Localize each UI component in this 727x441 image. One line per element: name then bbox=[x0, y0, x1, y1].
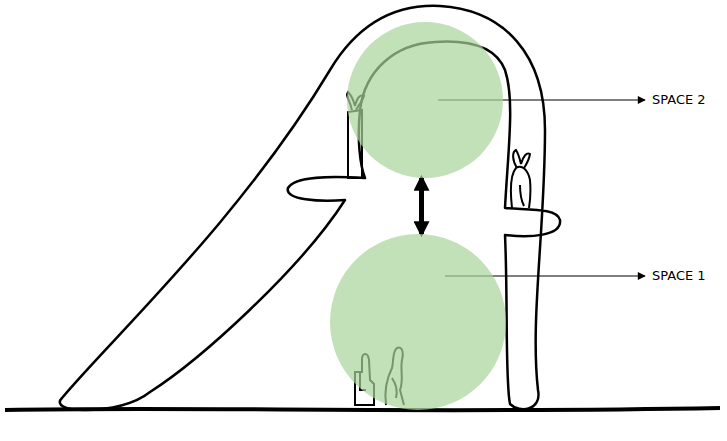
arch-shell bbox=[60, 6, 560, 410]
person-figure bbox=[511, 150, 531, 208]
space-label: SPACE 1 bbox=[652, 268, 706, 284]
space-circle: SPACE 2 bbox=[347, 22, 503, 178]
space-circle-shape bbox=[330, 234, 506, 410]
ground-line bbox=[5, 408, 720, 410]
space-circle-shape bbox=[347, 22, 503, 178]
space-circle: SPACE 1 bbox=[330, 234, 506, 410]
double-arrow bbox=[419, 178, 424, 234]
space-label: SPACE 2 bbox=[652, 92, 706, 108]
space-circle-fill bbox=[330, 234, 506, 410]
space-circle-fill bbox=[347, 22, 503, 178]
